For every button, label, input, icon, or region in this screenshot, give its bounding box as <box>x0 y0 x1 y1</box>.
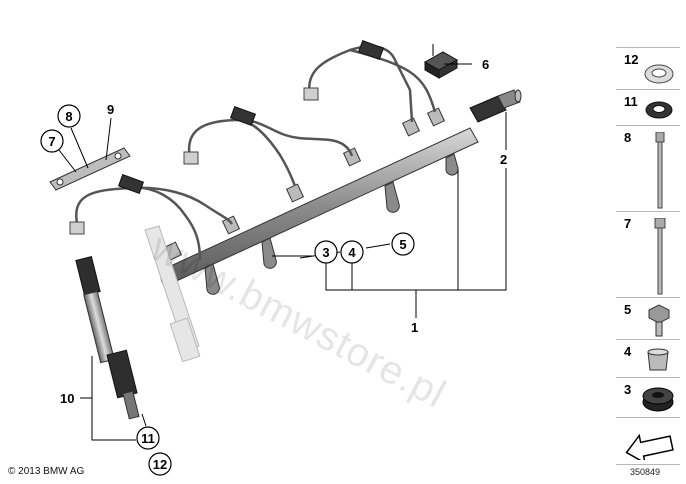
callout-5: 5 <box>391 232 415 256</box>
copyright: © 2013 BMW AG <box>8 466 85 477</box>
callout-4-label: 4 <box>348 245 356 260</box>
legend-item-3: 3 <box>616 377 680 418</box>
grommet-icon <box>642 387 674 412</box>
legend-number: 7 <box>624 216 632 231</box>
legend-number: 5 <box>624 302 632 317</box>
pipe-nuts <box>69 87 319 235</box>
callout-12: 12 <box>148 452 172 476</box>
callout-8: 8 <box>57 104 81 128</box>
callout-6-label: 6 <box>482 57 489 72</box>
callout-5-label: 5 <box>399 237 406 252</box>
callout-7-label: 7 <box>48 134 55 149</box>
o-ring-icon <box>645 101 673 119</box>
callout-6: 6 <box>482 57 489 72</box>
sleeve-icon <box>647 348 669 371</box>
legend-number: 8 <box>624 130 632 145</box>
bracket-part-9 <box>49 147 131 191</box>
stud-bolt-icon <box>655 132 665 209</box>
callout-7: 7 <box>40 129 64 153</box>
callout-2: 2 <box>500 152 507 167</box>
phantom-injector <box>144 225 201 363</box>
callout-9: 9 <box>107 102 114 117</box>
pointer-arrow-icon <box>625 433 674 460</box>
legend-item-4: 4 <box>616 339 680 378</box>
injection-pipes <box>75 45 437 261</box>
callout-10-label: 10 <box>60 391 74 406</box>
parts-legend: 12 11 8 7 5 4 <box>616 47 680 465</box>
pipe-clamps <box>117 39 385 195</box>
callout-3-label: 3 <box>322 245 329 260</box>
legend-item-8: 8 <box>616 125 680 212</box>
callout-11: 11 <box>136 426 160 450</box>
legend-item-7: 7 <box>616 211 680 298</box>
legend-item-11: 11 <box>616 89 680 126</box>
callout-3: 3 <box>314 240 338 264</box>
callout-1: 1 <box>411 320 418 335</box>
callout-10: 10 <box>60 391 74 406</box>
legend-number: 4 <box>624 344 632 359</box>
callout-4: 4 <box>340 240 364 264</box>
hex-bolt-icon <box>648 304 670 337</box>
callout-1-label: 1 <box>411 320 418 335</box>
legend-item-arrow <box>616 417 680 465</box>
diagram-id: 350849 <box>630 467 661 477</box>
legend-item-5: 5 <box>616 297 680 340</box>
legend-item-12: 12 <box>616 47 680 90</box>
fuel-rail <box>160 107 479 295</box>
callout-12-label: 12 <box>153 457 167 472</box>
callout-11-label: 11 <box>141 431 155 446</box>
seal-ring-icon <box>644 64 674 84</box>
pressure-sensor <box>469 89 522 123</box>
callout-2-label: 2 <box>500 152 507 167</box>
screw-bolt-icon <box>654 218 666 295</box>
legend-number: 11 <box>624 94 638 109</box>
callout-9-label: 9 <box>107 102 114 117</box>
rubber-clamp-part-6 <box>423 51 459 79</box>
legend-number: 3 <box>624 382 632 397</box>
fuel-injector-part-10 <box>75 255 140 420</box>
leader-lines <box>58 44 507 441</box>
callout-8-label: 8 <box>65 109 72 124</box>
legend-number: 12 <box>624 52 639 67</box>
